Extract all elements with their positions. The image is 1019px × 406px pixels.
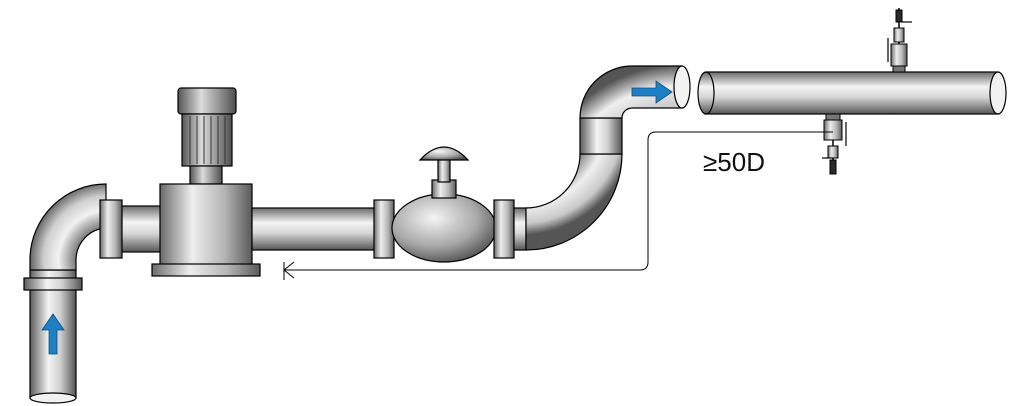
pump-outlet-pipe — [251, 207, 379, 251]
gate-valve — [373, 146, 515, 263]
inlet-flow-arrow-icon — [41, 313, 65, 355]
pump-body — [151, 183, 261, 277]
inlet-elbow — [29, 183, 107, 271]
inlet-vertical-pipe — [23, 269, 83, 404]
outlet-flow-arrow-icon — [631, 80, 673, 104]
valve-outlet-pipe — [513, 207, 527, 251]
riser-bend — [525, 65, 691, 251]
pump-motor — [177, 87, 237, 185]
sampling-probe-top — [887, 8, 912, 73]
pump-inlet-pipe — [99, 199, 167, 259]
dimension-label: ≥50D — [703, 147, 765, 177]
distance-dimension-line — [283, 131, 833, 280]
main-horizontal-pipe — [697, 71, 1007, 115]
sampling-probe-bottom — [822, 113, 847, 175]
